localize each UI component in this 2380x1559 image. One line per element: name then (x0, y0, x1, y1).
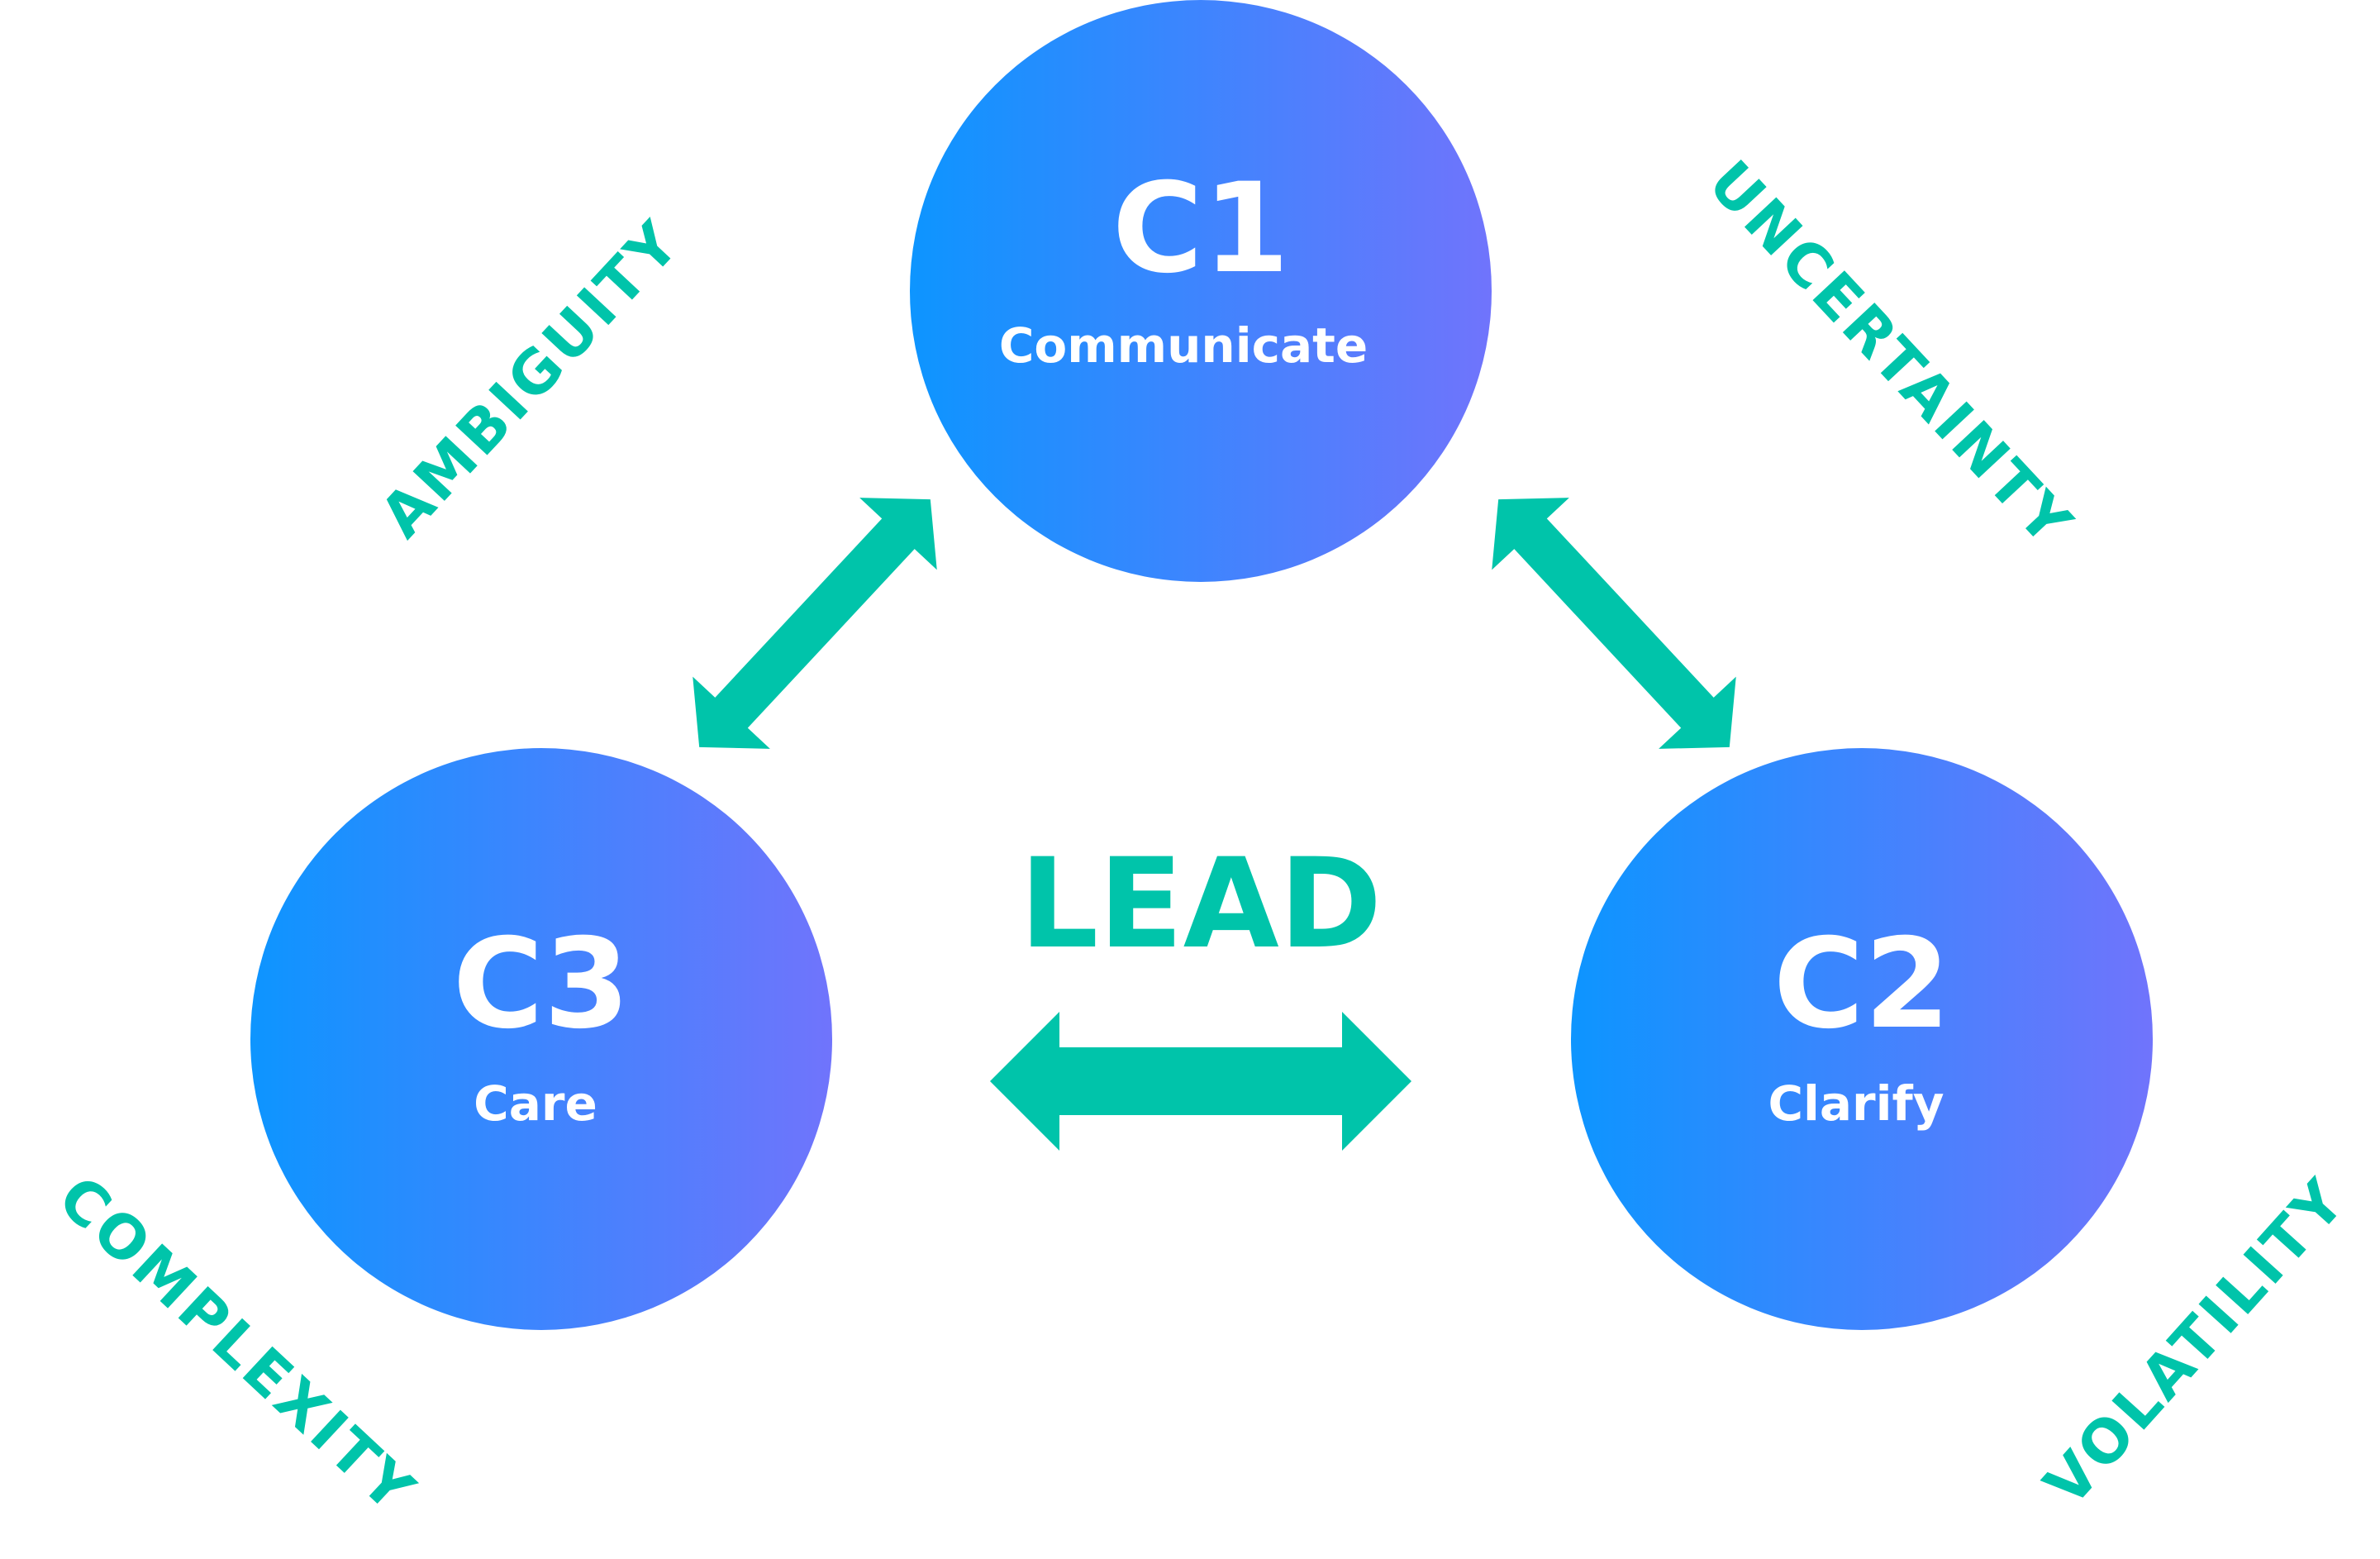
node-c1-circle (910, 0, 1492, 582)
double-headed-arrow-icon (990, 1012, 1411, 1151)
node-c3-code: C3 (453, 913, 630, 1056)
center-title: LEAD (1020, 832, 1383, 976)
node-c3: C3 Care (250, 748, 832, 1330)
vuca-ambiguity: AMBIGUITY (367, 207, 694, 551)
node-c1-code: C1 (1112, 157, 1289, 301)
arrow-center (990, 1012, 1411, 1151)
vuca-uncertainty: UNCERTAINTY (1695, 147, 2087, 560)
arrow-c1-c2 (1492, 498, 1736, 749)
node-c3-label: Care (474, 1075, 597, 1132)
node-c2-code: C2 (1773, 913, 1950, 1056)
node-c3-circle (250, 748, 832, 1330)
node-c1: C1 Communicate (910, 0, 1492, 582)
double-headed-arrow-icon (693, 498, 937, 749)
node-c2-label: Clarify (1768, 1075, 1944, 1132)
arrow-c1-c3 (693, 498, 937, 749)
node-c1-label: Communicate (999, 317, 1368, 374)
node-c2-circle (1571, 748, 2153, 1330)
node-c2: C2 Clarify (1571, 748, 2153, 1330)
double-headed-arrow-icon (1492, 498, 1736, 749)
